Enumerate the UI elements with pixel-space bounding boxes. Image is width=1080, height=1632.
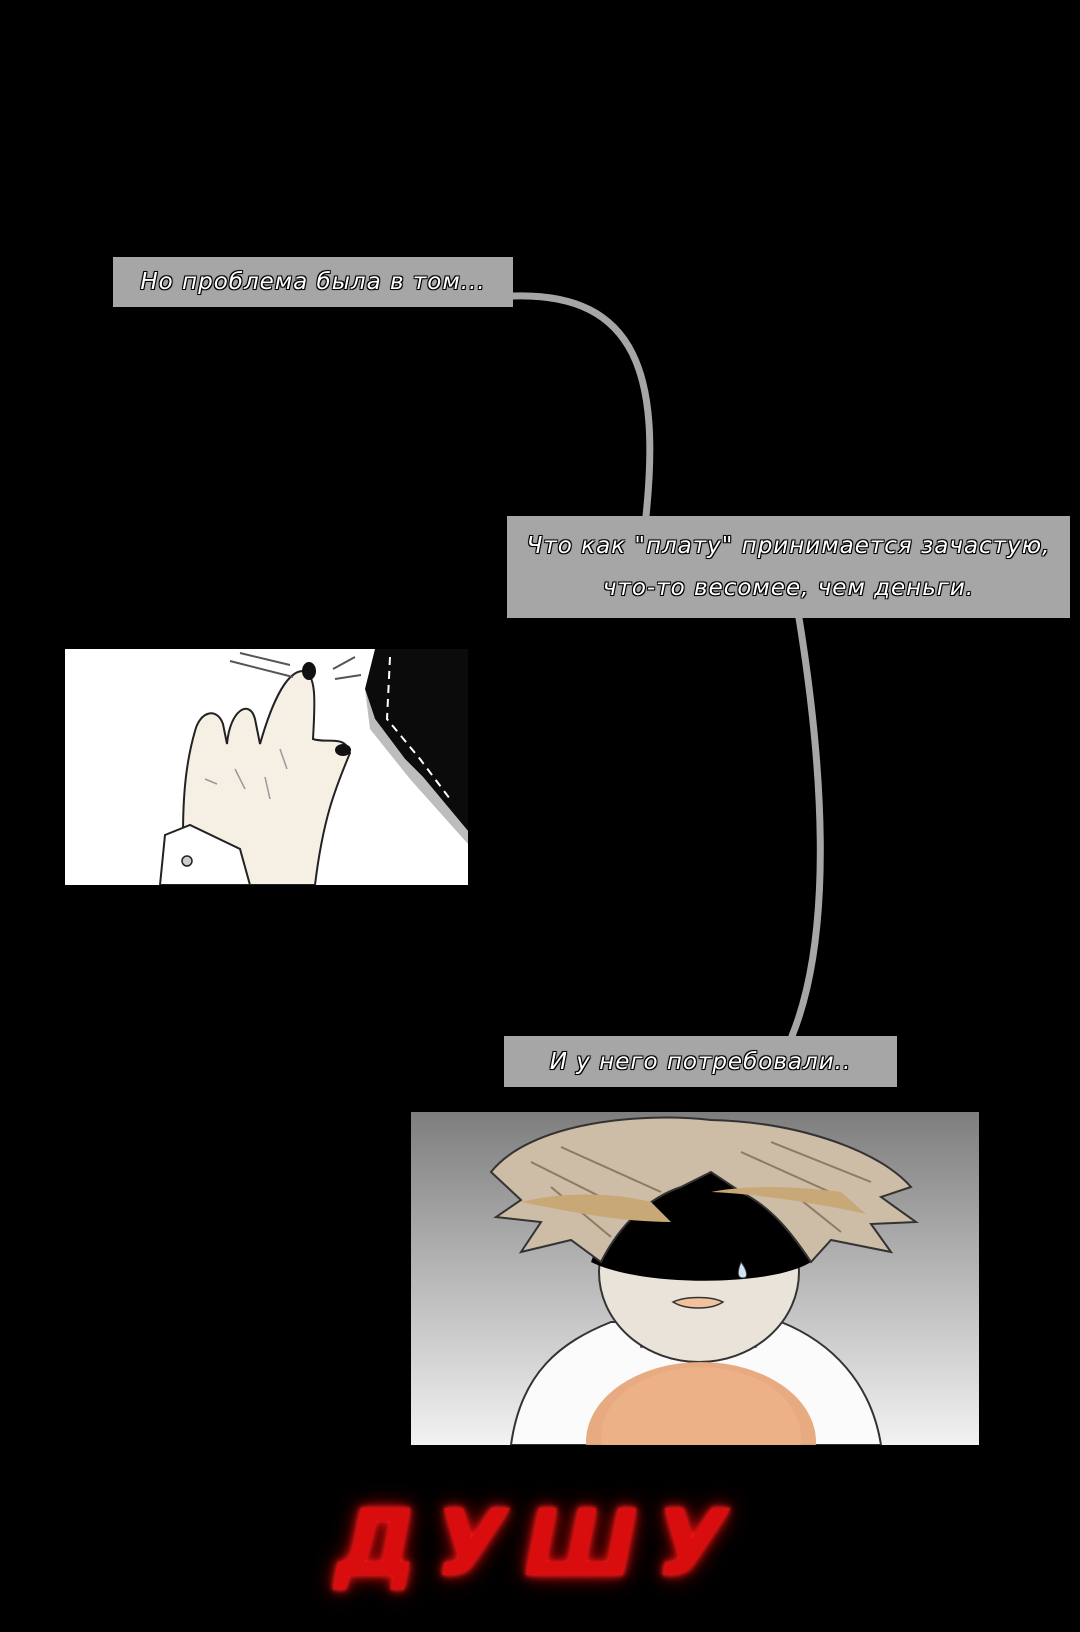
caption-text-payment-line2: что-то весомее, чем деньги. <box>602 575 975 601</box>
boy-drawing <box>489 1116 919 1445</box>
caption-text-problem: Но проблема была в том... <box>140 269 486 295</box>
hand-drawing <box>158 649 468 885</box>
caption-box-payment: Что как "плату" принимается зачастую, чт… <box>507 516 1070 618</box>
caption-box-demand: И у него потребовали.. <box>504 1036 897 1087</box>
finale-word-soul: ДУШУ <box>335 1490 745 1597</box>
panel-boy-illustration <box>411 1112 979 1445</box>
caption-text-demand: И у него потребовали.. <box>549 1048 852 1075</box>
caption-box-problem: Но проблема была в том... <box>113 257 513 307</box>
panel-hand-illustration <box>65 649 468 885</box>
caption-text-payment-line1: Что как "плату" принимается зачастую, <box>526 533 1051 559</box>
